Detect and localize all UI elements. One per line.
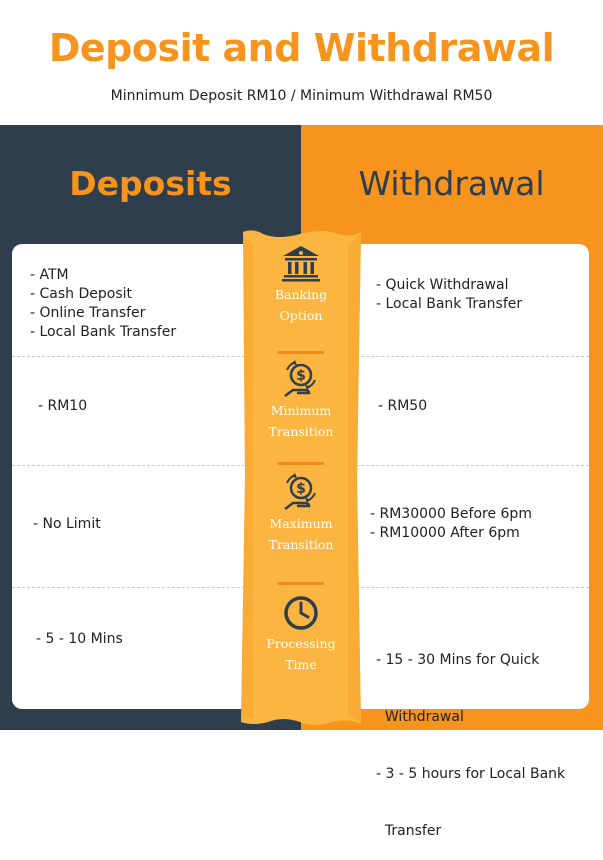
withdrawal-processing-time: - 15 - 30 Mins for Quick Withdrawal - 3 …	[376, 613, 565, 860]
list-item: - 3 - 5 hours for Local Bank	[376, 766, 566, 782]
step-label-line: Transition	[268, 424, 334, 439]
list-item: - Quick Withdrawal	[376, 277, 509, 293]
list-item: - RM10	[38, 398, 88, 414]
list-item: - RM30000 Before 6pm	[370, 506, 532, 522]
bank-icon	[282, 246, 320, 282]
deposit-banking-options: - ATM - Cash Deposit - Online Transfer -…	[30, 266, 176, 342]
page-subtitle: Minnimum Deposit RM10 / Minimum Withdraw…	[110, 88, 493, 104]
money-exchange-icon: $	[284, 473, 316, 510]
list-item: - Online Transfer	[30, 305, 146, 321]
list-item: - ATM	[30, 267, 69, 283]
step-label-line: Time	[285, 657, 317, 672]
list-item: - No Limit	[33, 516, 101, 532]
step-minimum-transition: $ Minimum Transition	[249, 360, 353, 442]
withdrawal-heading: Withdrawal	[358, 164, 545, 203]
list-item: - 15 - 30 Mins for Quick	[376, 652, 540, 668]
step-separator	[278, 582, 324, 585]
step-label-line: Processing	[266, 636, 336, 651]
list-item: - Local Bank Transfer	[30, 324, 177, 340]
step-label: Minimum Transition	[249, 400, 353, 442]
withdrawal-maximum: - RM30000 Before 6pm - RM10000 After 6pm	[370, 505, 532, 543]
step-separator	[278, 462, 324, 465]
withdrawal-minimum: - RM50	[378, 397, 427, 416]
deposits-heading: Deposits	[69, 164, 232, 203]
list-item: - Local Bank Transfer	[376, 296, 523, 312]
step-label-line: Banking	[274, 287, 328, 302]
step-maximum-transition: $ Maximum Transition	[249, 473, 353, 555]
step-banking-option: Banking Option	[249, 244, 353, 326]
clock-icon	[284, 596, 318, 630]
deposit-maximum: - No Limit	[33, 515, 101, 534]
step-label: Banking Option	[249, 284, 353, 326]
list-item: Transfer	[376, 823, 442, 839]
step-processing-time: Processing Time	[249, 595, 353, 675]
svg-text:$: $	[296, 481, 306, 497]
list-item: - RM10000 After 6pm	[370, 525, 520, 541]
money-exchange-icon: $	[284, 360, 316, 397]
page-title: Deposit and Withdrawal	[48, 26, 555, 70]
step-label: Maximum Transition	[249, 513, 353, 555]
step-label-line: Minimum	[270, 403, 332, 418]
list-item: - RM50	[378, 398, 428, 414]
step-label-line: Option	[279, 308, 323, 323]
step-separator	[278, 351, 324, 354]
withdrawal-banking-options: - Quick Withdrawal - Local Bank Transfer	[376, 276, 522, 314]
deposit-minimum: - RM10	[38, 397, 87, 416]
list-item: - Cash Deposit	[30, 286, 132, 302]
svg-text:$: $	[296, 368, 306, 384]
step-label: Processing Time	[249, 633, 353, 675]
step-label-line: Maximum	[269, 516, 333, 531]
list-item: - 5 - 10 Mins	[36, 631, 123, 647]
step-label-line: Transition	[268, 537, 334, 552]
deposit-processing-time: - 5 - 10 Mins	[36, 630, 123, 649]
list-item: Withdrawal	[376, 709, 464, 725]
